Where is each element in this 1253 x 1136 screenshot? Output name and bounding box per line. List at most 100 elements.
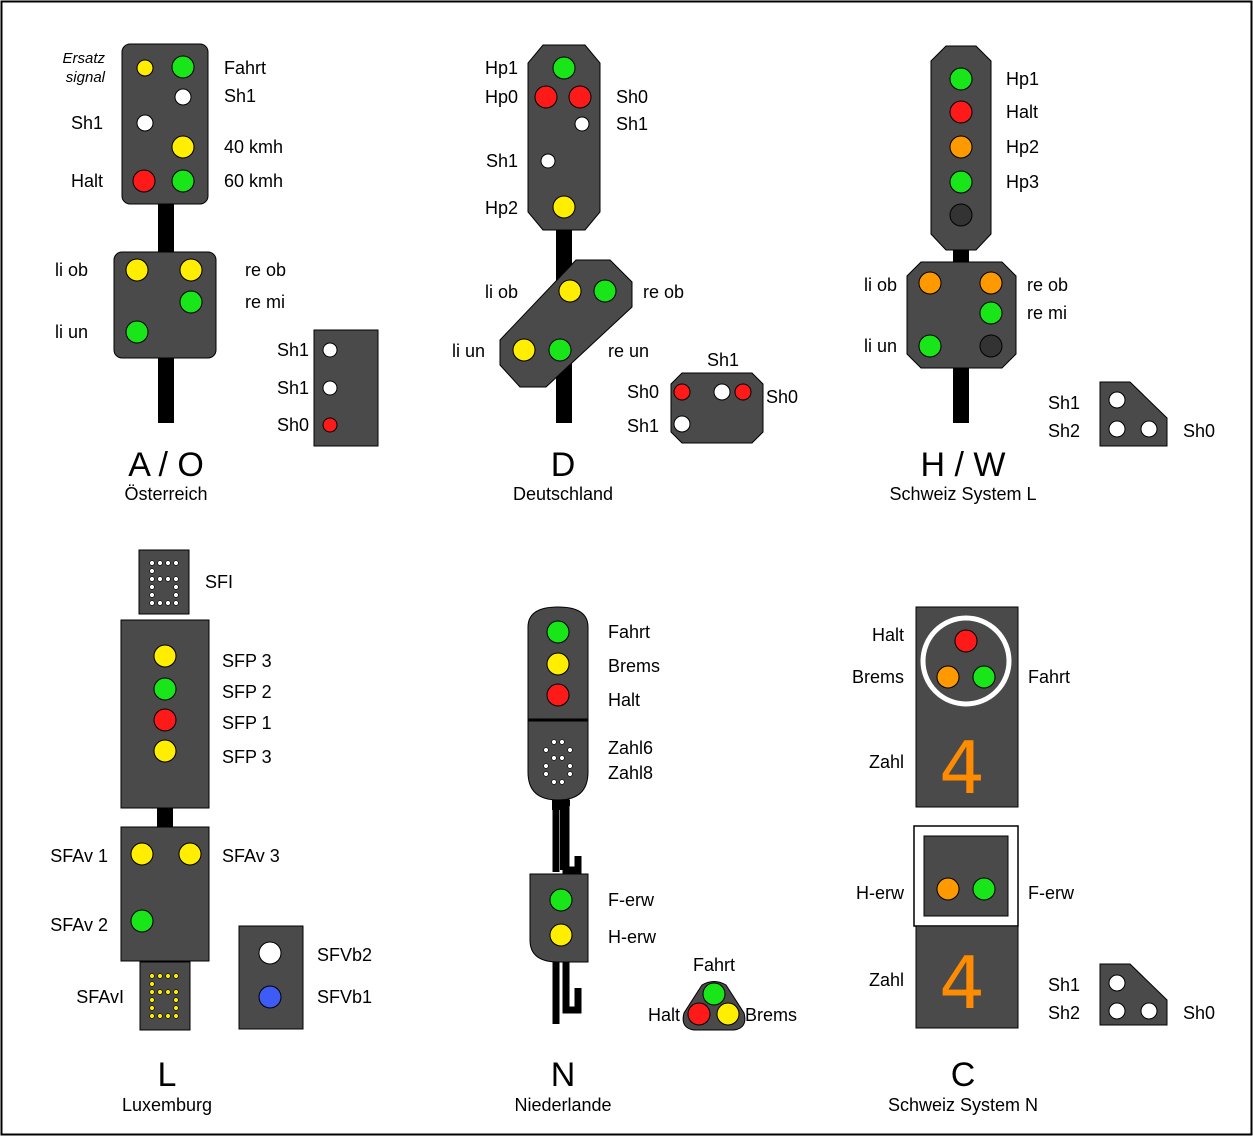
label: F-erw	[608, 890, 655, 910]
label: Brems	[852, 667, 904, 687]
matrix-dot	[149, 560, 155, 566]
panel-country: Deutschland	[513, 484, 613, 504]
label: Hp0	[485, 87, 518, 107]
lamp-orange	[979, 271, 1003, 295]
lamp-white	[574, 116, 590, 132]
lamp-white	[713, 383, 731, 401]
lamp-white	[1108, 974, 1126, 992]
matrix-dot	[559, 739, 565, 745]
lamp-green	[918, 334, 942, 358]
panel-country: Luxemburg	[122, 1095, 212, 1115]
label: SFP 2	[222, 682, 272, 702]
label: Fahrt	[1028, 667, 1070, 687]
matrix-dot	[157, 1013, 163, 1019]
label: Sh1	[707, 350, 739, 370]
lamp-yellow	[716, 1002, 740, 1026]
lamp-red	[322, 417, 338, 433]
panel-luxembourg: SFI SFP 3 SFP 2 SFP 1 SFP 3 SFAv 1 SFAv …	[50, 549, 372, 1115]
lamp-green	[972, 877, 996, 901]
matrix-dot	[173, 576, 179, 582]
label: SFVb2	[317, 945, 372, 965]
lamp-red	[534, 85, 558, 109]
matrix-dot	[157, 973, 163, 979]
sfavi-digit-dots	[149, 973, 179, 1019]
lamp-orange	[936, 665, 960, 689]
lamp-white	[174, 88, 192, 106]
label: Sh1	[277, 378, 309, 398]
lamp-red	[734, 383, 752, 401]
panel-netherlands: Fahrt Brems Halt Zahl6 Zahl8 F-erw H-erw…	[514, 606, 797, 1115]
label: re mi	[1027, 303, 1067, 323]
label: Sh1	[224, 86, 256, 106]
speed-digit: 4	[939, 941, 985, 1025]
label: li ob	[485, 282, 518, 302]
lamp-red	[132, 169, 156, 193]
label: H-erw	[856, 883, 905, 903]
matrix-dot	[165, 1013, 171, 1019]
matrix-dot	[149, 584, 155, 590]
matrix-dot	[543, 763, 549, 769]
lamp-green	[979, 301, 1003, 325]
matrix-dot	[165, 973, 171, 979]
lamp-red	[153, 708, 177, 732]
label: Hp2	[485, 198, 518, 218]
panel-title: L	[158, 1056, 177, 1094]
matrix-dot	[149, 600, 155, 606]
panel-country: Niederlande	[514, 1095, 611, 1115]
matrix-dot	[173, 1005, 179, 1011]
matrix-dot	[157, 560, 163, 566]
label: Sh0	[627, 382, 659, 402]
lamp-orange	[918, 271, 942, 295]
label: SFAvI	[76, 987, 124, 1007]
lamp-orange	[949, 135, 973, 159]
label: re mi	[245, 292, 285, 312]
label: li un	[864, 336, 897, 356]
label: Sh1	[277, 340, 309, 360]
matrix-dot	[173, 989, 179, 995]
label: re ob	[245, 260, 286, 280]
lamp-green	[130, 909, 154, 933]
label: Hp1	[1006, 69, 1039, 89]
matrix-dot	[567, 763, 573, 769]
lamp-green	[549, 888, 573, 912]
label: Brems	[745, 1005, 797, 1025]
matrix-dot	[173, 997, 179, 1003]
lamp-green	[593, 279, 617, 303]
label: Halt	[872, 625, 904, 645]
panel-country: Schweiz System N	[888, 1095, 1038, 1115]
luxembourg-sfi-indicator	[138, 549, 190, 615]
matrix-dot	[149, 981, 155, 987]
lamp-green	[179, 290, 203, 314]
lamp-yellow	[546, 652, 570, 676]
label: li un	[55, 322, 88, 342]
label: Sh1	[1048, 975, 1080, 995]
matrix-dot	[165, 989, 171, 995]
label: Fahrt	[224, 58, 266, 78]
matrix-dot	[165, 560, 171, 566]
lamp-dark	[979, 334, 1003, 358]
label: li ob	[55, 260, 88, 280]
lamp-red	[687, 1002, 711, 1026]
lamp-white	[136, 114, 154, 132]
label: Brems	[608, 656, 660, 676]
matrix-dot	[173, 592, 179, 598]
lamp-white	[1108, 391, 1126, 409]
label: Sh0	[1183, 421, 1215, 441]
lamp-white	[1140, 420, 1158, 438]
panel-title: D	[551, 446, 576, 484]
matrix-dot	[149, 576, 155, 582]
lamp-yellow	[558, 279, 582, 303]
label: Fahrt	[608, 622, 650, 642]
lamp-green	[949, 170, 973, 194]
label: Sh0	[766, 387, 798, 407]
luxembourg-sfavi-indicator	[139, 961, 191, 1031]
label: Halt	[1006, 102, 1038, 122]
matrix-dot	[149, 973, 155, 979]
label: 60 kmh	[224, 171, 283, 191]
label-ersatz: Ersatz	[62, 50, 105, 67]
label: li ob	[864, 275, 897, 295]
lamp-green	[171, 55, 195, 79]
lamp-green	[972, 665, 996, 689]
